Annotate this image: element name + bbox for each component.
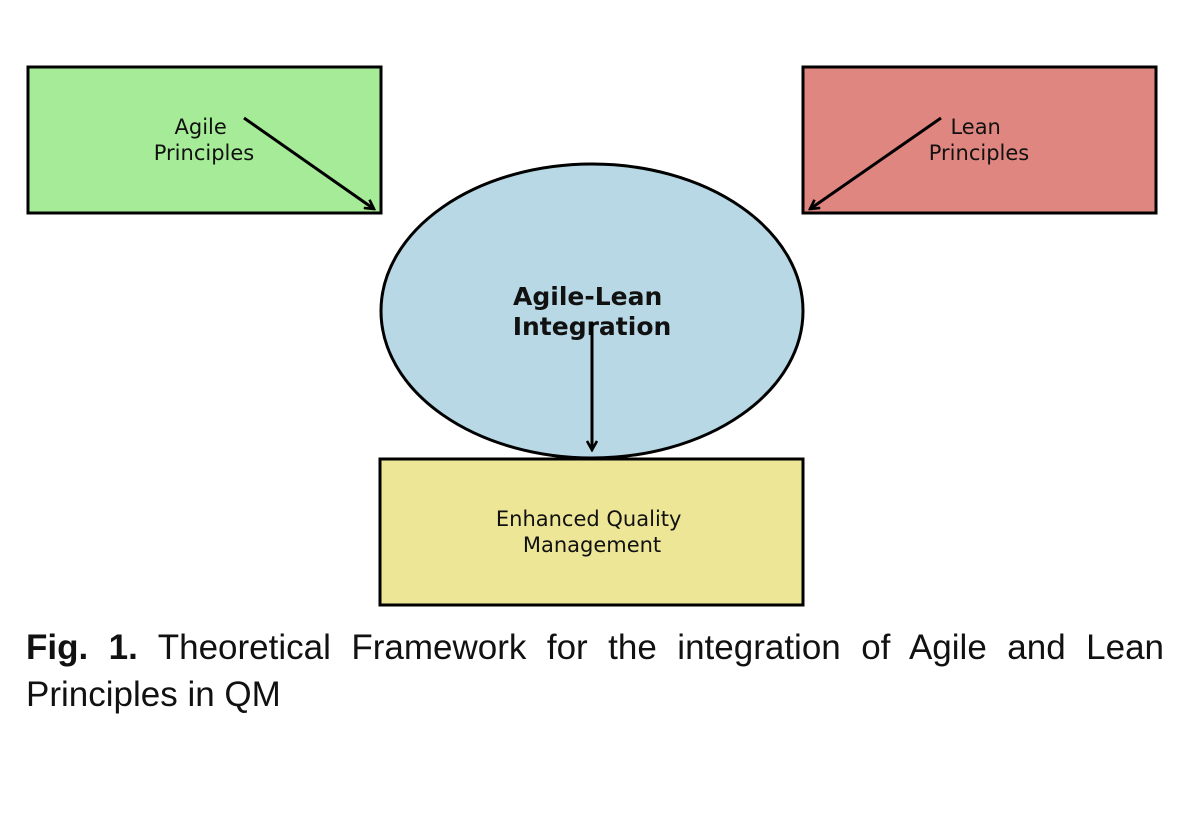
integration-node: Agile-Lean Integration [379,162,805,460]
framework-diagram: Agile Principles Lean Principles Agile-L… [26,65,1158,607]
svg-text:Lean Principles: Lean Principles [929,115,1029,165]
agile-principles-label-line-1: Agile [175,115,227,139]
agile-principles-label-line-2: Principles [154,141,254,165]
agile-principles-box [26,65,383,215]
lean-to-integration-arrow [810,116,942,209]
lean-principles-label-line-2: Principles [929,141,1029,165]
outcome-label-line-1: Enhanced Quality [496,507,682,531]
figure-caption-label: Fig. 1. [26,628,138,667]
outcome-label-line-2: Management [523,533,661,557]
figure-caption-text: Theoretical Framework for the integratio… [26,628,1164,714]
svg-text:Agile Principles: Agile Principles [154,115,254,165]
enhanced-quality-management-box [378,457,805,607]
agile-principles-node: Agile Principles [26,65,383,215]
lean-principles-label-line-1: Lean [950,115,1000,139]
lean-principles-node: Lean Principles [801,65,1158,215]
agile-to-integration-arrow [243,116,374,209]
figure-caption: Fig. 1. Theoretical Framework for the in… [26,624,1164,718]
lean-principles-box [801,65,1158,215]
svg-text:Enhanced Quality Managem: Enhanced Quality Management [496,507,688,557]
integration-label-line-1: Agile-Lean [513,282,662,311]
outcome-node: Enhanced Quality Management [378,457,805,607]
